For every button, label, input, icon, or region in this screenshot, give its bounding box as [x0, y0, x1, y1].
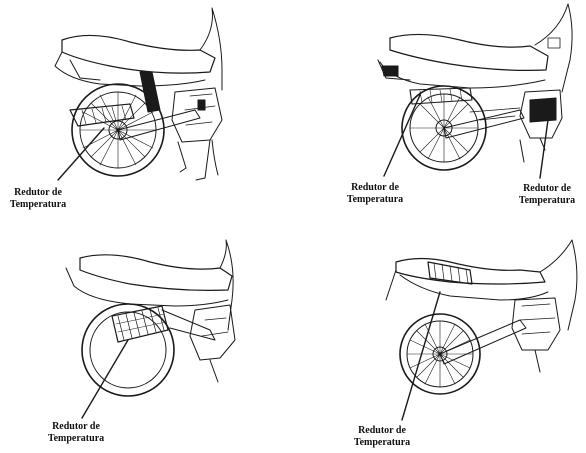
motorcycle-top-left	[55, 8, 222, 180]
label-line-1: Redutor de	[510, 183, 584, 195]
label-heat-reducer-top-right-right: Redutor de Temperatura	[510, 183, 584, 207]
label-heat-reducer-bottom-right: Redutor de Temperatura	[345, 425, 419, 449]
motorcycle-bottom-right	[386, 240, 577, 420]
label-line-1: Redutor de	[338, 182, 412, 194]
label-line-2: Temperatura	[510, 195, 584, 207]
label-line-1: Redutor de	[4, 187, 72, 199]
label-line-2: Temperatura	[345, 437, 419, 449]
motorcycle-bottom-left	[66, 240, 235, 418]
label-heat-reducer-top-right-left: Redutor de Temperatura	[338, 182, 412, 206]
label-line-2: Temperatura	[42, 433, 110, 445]
label-line-1: Redutor de	[345, 425, 419, 437]
label-heat-reducer-bottom-left: Redutor de Temperatura	[42, 421, 110, 445]
label-heat-reducer-top-left: Redutor de Temperatura	[4, 187, 72, 211]
label-line-2: Temperatura	[4, 199, 72, 211]
label-line-2: Temperatura	[338, 194, 412, 206]
label-line-1: Redutor de	[42, 421, 110, 433]
motorcycle-top-right	[378, 4, 572, 178]
